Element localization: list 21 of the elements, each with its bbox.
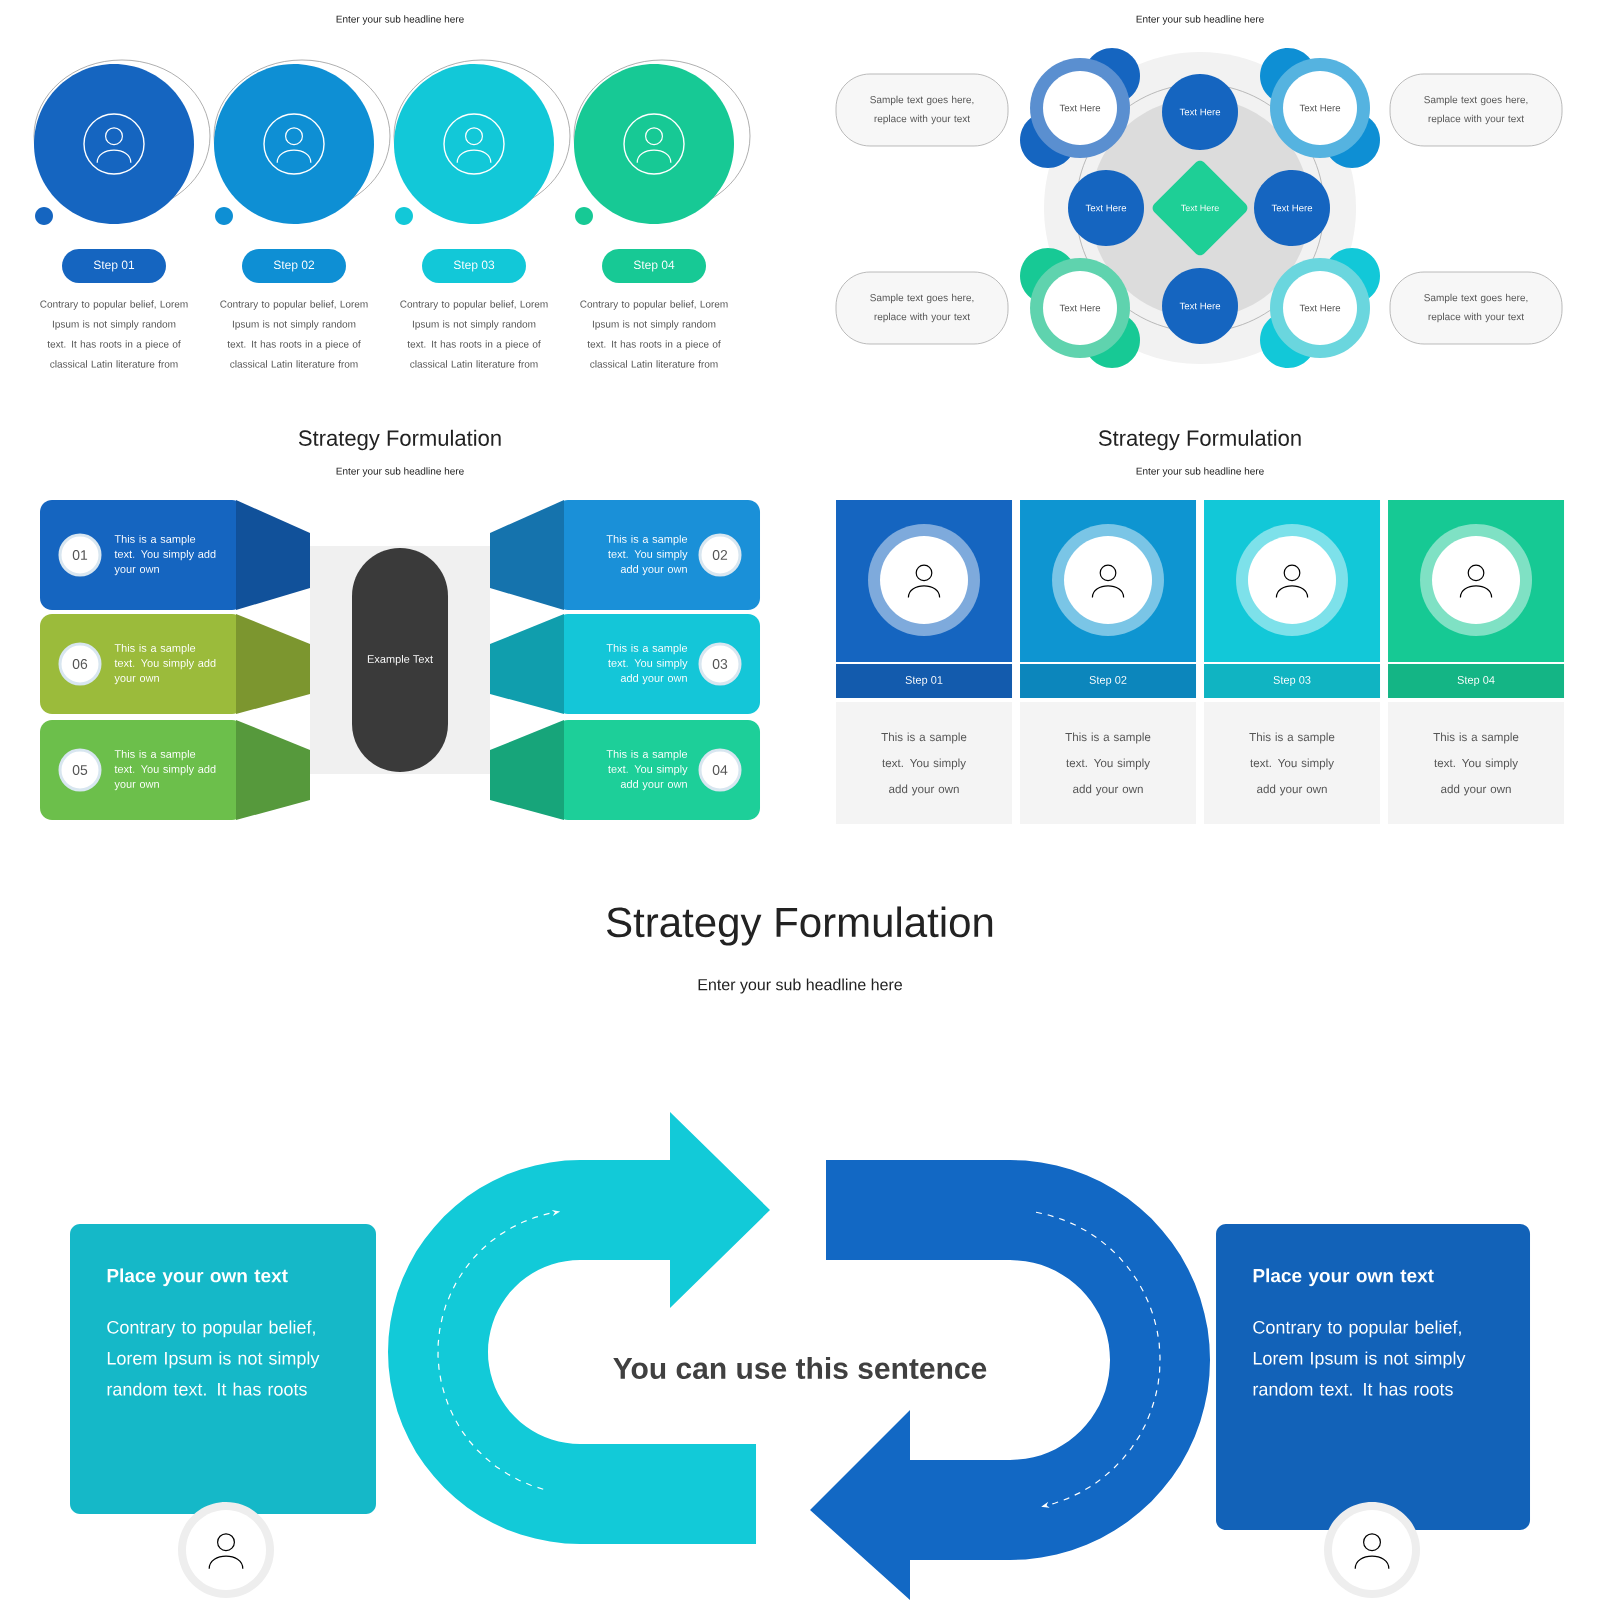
band — [40, 614, 310, 714]
card-text: Contrary to popular belief, Lorem Ipsum is not simply random text. It has roots — [107, 1320, 320, 1396]
center-text: You can use this sentence — [613, 1357, 987, 1379]
text-card — [1216, 1224, 1530, 1530]
band — [490, 500, 760, 610]
band — [40, 500, 310, 610]
heading: Strategy Formulation — [298, 429, 501, 451]
step-column — [836, 500, 1012, 824]
card-text: Contrary to popular belief, Lorem Ipsum is not simply random text. It has roots — [1253, 1320, 1466, 1396]
band — [490, 614, 760, 714]
step-column — [1388, 500, 1565, 824]
step-column — [1204, 500, 1380, 824]
subheading: Enter your sub headline here — [698, 978, 902, 994]
card-heading: Place your own text — [107, 1268, 288, 1287]
heading: Strategy Formulation — [1098, 429, 1301, 451]
step-column — [1020, 500, 1196, 824]
text-card — [70, 1224, 376, 1514]
band — [40, 720, 310, 820]
heading: Strategy Formulation — [607, 906, 993, 946]
card-heading: Place your own text — [1253, 1268, 1434, 1287]
band — [490, 720, 760, 820]
